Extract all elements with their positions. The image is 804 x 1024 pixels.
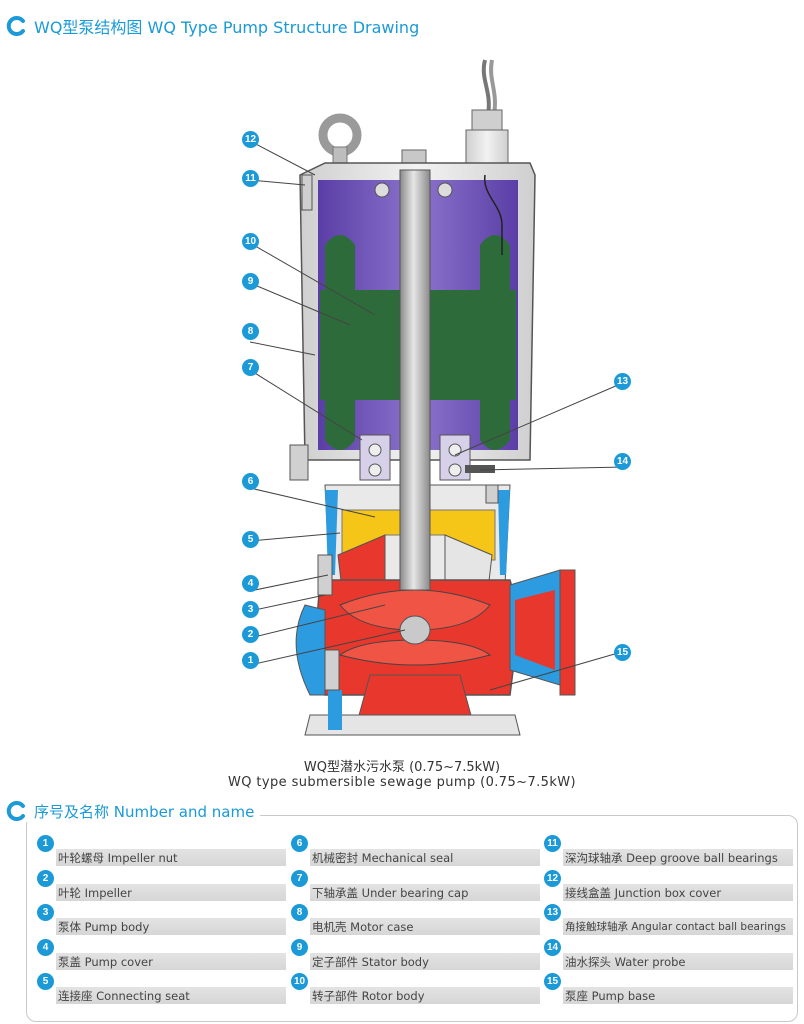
callout-2: 2 bbox=[242, 626, 259, 643]
legend-label: 泵体 Pump body bbox=[58, 920, 150, 934]
diagram-header: WQ型泵结构图 WQ Type Pump Structure Drawing bbox=[6, 14, 419, 38]
diagram-title: WQ型泵结构图 WQ Type Pump Structure Drawing bbox=[34, 18, 420, 37]
shaft bbox=[399, 169, 431, 591]
legend-item: 14 油水探头 Water probe bbox=[544, 938, 793, 977]
legend-number: 13 bbox=[544, 904, 561, 921]
legend-item: 15 泵座 Pump base bbox=[544, 973, 793, 1011]
legend-item: 13 角接触球轴承 Angular contact ball bearings bbox=[544, 904, 793, 942]
c-logo-icon bbox=[6, 801, 25, 821]
legend-item: 6 机械密封 Mechanical seal bbox=[291, 835, 540, 873]
legend-item: 10 转子部件 Rotor body bbox=[291, 973, 540, 1011]
legend-number: 14 bbox=[544, 938, 561, 956]
legend-label: 转子部件 Rotor body bbox=[312, 989, 425, 1003]
legend-item: 12 接线盒盖 Junction box cover bbox=[544, 869, 793, 908]
legend-label: 接线盒盖 Junction box cover bbox=[565, 885, 722, 900]
legend-label: 电机壳 Motor case bbox=[312, 920, 414, 934]
caption-en: WQ type submersible sewage pump (0.75~7.… bbox=[228, 775, 576, 790]
c-logo-icon bbox=[6, 16, 25, 36]
legend-number: 1 bbox=[37, 835, 54, 852]
callout-8: 8 bbox=[242, 323, 259, 340]
legend-label: 角接触球轴承 Angular contact ball bearings bbox=[565, 921, 786, 933]
callout-12: 12 bbox=[242, 131, 259, 148]
bearings bbox=[359, 182, 471, 481]
legend-label: 叶轮 Impeller bbox=[58, 885, 132, 900]
legend-label: 油水探头 Water probe bbox=[565, 954, 686, 969]
legend-label: 泵盖 Pump cover bbox=[58, 954, 153, 969]
legend-number: 12 bbox=[544, 869, 561, 887]
legend-label: 深沟球轴承 Deep groove ball bearings bbox=[565, 851, 778, 865]
legend-label: 叶轮螺母 Impeller nut bbox=[58, 851, 178, 865]
callout-5: 5 bbox=[242, 531, 259, 548]
legend-item: 11 深沟球轴承 Deep groove ball bearings bbox=[544, 835, 793, 873]
legend-label: 连接座 Connecting seat bbox=[58, 989, 190, 1003]
bolts bbox=[289, 174, 499, 691]
legend-item: 4 泵盖 Pump cover bbox=[37, 938, 286, 977]
legend-number: 4 bbox=[37, 938, 54, 956]
callout-4: 4 bbox=[242, 575, 259, 592]
legend-item: 7 下轴承盖 Under bearing cap bbox=[291, 869, 540, 908]
legend-label: 下轴承盖 Under bearing cap bbox=[312, 885, 469, 900]
legend-item: 3 泵体 Pump body bbox=[37, 904, 286, 942]
callout-13: 13 bbox=[614, 373, 631, 390]
cable-gland bbox=[465, 59, 509, 176]
legend-number: 8 bbox=[291, 904, 308, 921]
legend-column-2: 6 机械密封 Mechanical seal 7 下轴承盖 Under bearin… bbox=[291, 835, 540, 1011]
legend-number: 10 bbox=[291, 973, 308, 990]
legend-label: 定子部件 Stator body bbox=[312, 954, 429, 969]
callout-3: 3 bbox=[242, 601, 259, 618]
legend-item: 9 定子部件 Stator body bbox=[291, 938, 540, 977]
legend-number: 9 bbox=[291, 938, 308, 956]
callout-7: 7 bbox=[242, 359, 259, 376]
legend-label: 机械密封 Mechanical seal bbox=[312, 851, 454, 865]
legend-column-1: 1 叶轮螺母 Impeller nut 2 叶轮 Impeller 3 泵体 Pump… bbox=[37, 835, 286, 1011]
caption-cn: WQ型潜水污水泵 (0.75~7.5kW) bbox=[303, 760, 501, 775]
callout-6: 6 bbox=[242, 473, 259, 490]
legend-number: 5 bbox=[37, 973, 54, 990]
legend-item: 5 连接座 Connecting seat bbox=[37, 973, 286, 1011]
callout-11: 11 bbox=[242, 170, 259, 187]
leader-lines bbox=[249, 140, 626, 691]
legend-number: 11 bbox=[544, 835, 561, 852]
pump-base bbox=[304, 674, 521, 736]
legend-number: 15 bbox=[544, 973, 561, 990]
legend-number: 7 bbox=[291, 869, 308, 887]
legend-number: 2 bbox=[37, 869, 54, 887]
legend-box bbox=[26, 815, 798, 1022]
legend-column-3: 11 深沟球轴承 Deep groove ball bearings 12 接线盒盖… bbox=[544, 835, 793, 1011]
outlet-flange bbox=[509, 569, 576, 696]
legend-title: 序号及名称 Number and name bbox=[34, 802, 255, 821]
impeller bbox=[338, 589, 492, 666]
callout-15: 15 bbox=[614, 644, 631, 661]
probe-wire bbox=[484, 174, 503, 255]
legend-item: 2 叶轮 Impeller bbox=[37, 869, 286, 908]
callout-9: 9 bbox=[242, 273, 259, 290]
pump-structure-diagram bbox=[249, 59, 626, 736]
legend-item: 1 叶轮螺母 Impeller nut bbox=[37, 835, 286, 873]
legend-header: 序号及名称 Number and name bbox=[6, 800, 261, 822]
legend-item: 8 电机壳 Motor case bbox=[291, 904, 540, 942]
callout-10: 10 bbox=[242, 233, 259, 250]
callout-14: 14 bbox=[614, 453, 631, 470]
legend-number: 3 bbox=[37, 904, 54, 921]
callout-1: 1 bbox=[242, 652, 259, 669]
impeller-nut bbox=[399, 615, 431, 645]
legend-label: 泵座 Pump base bbox=[565, 989, 656, 1003]
legend-number: 6 bbox=[291, 835, 308, 852]
